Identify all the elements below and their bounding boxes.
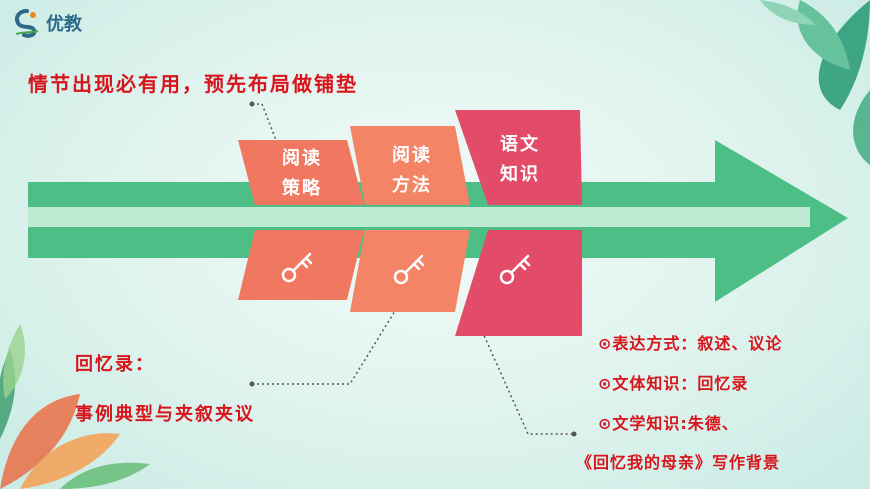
card-1-line2: 策略 bbox=[282, 178, 322, 199]
logo-text: 优教 bbox=[46, 14, 82, 35]
card-1-label: 阅读 策略 bbox=[262, 144, 342, 204]
memoir-title: 回忆录： bbox=[75, 354, 155, 375]
leaf-decoration-bottom-left bbox=[0, 324, 150, 489]
memoir-detail: 事例典型与夹叙夹议 bbox=[75, 404, 255, 425]
key-icon bbox=[281, 252, 313, 283]
knowledge-item: ⊙文学知识:朱德、 bbox=[598, 414, 739, 433]
key-icon bbox=[499, 254, 531, 285]
intro-text: 情节出现必有用，预先布局做铺垫 bbox=[28, 72, 358, 96]
knowledge-item: ⊙文体知识：回忆录 bbox=[598, 374, 749, 393]
card-1-line1: 阅读 bbox=[282, 148, 322, 169]
card-2-line2: 方法 bbox=[392, 175, 432, 196]
knowledge-item: 《回忆我的母亲》写作背景 bbox=[576, 453, 781, 472]
key-icon bbox=[393, 254, 425, 285]
logo: 优教 bbox=[12, 8, 82, 38]
knowledge-item: ⊙表达方式：叙述、议论 bbox=[598, 334, 783, 353]
card-2-line1: 阅读 bbox=[392, 145, 432, 166]
logo-swirl-icon bbox=[15, 9, 39, 38]
card-2-label: 阅读 方法 bbox=[372, 141, 452, 201]
card-3-label: 语文 知识 bbox=[480, 130, 560, 190]
card-3-line2: 知识 bbox=[500, 164, 540, 185]
card-3-line1: 语文 bbox=[500, 134, 540, 155]
